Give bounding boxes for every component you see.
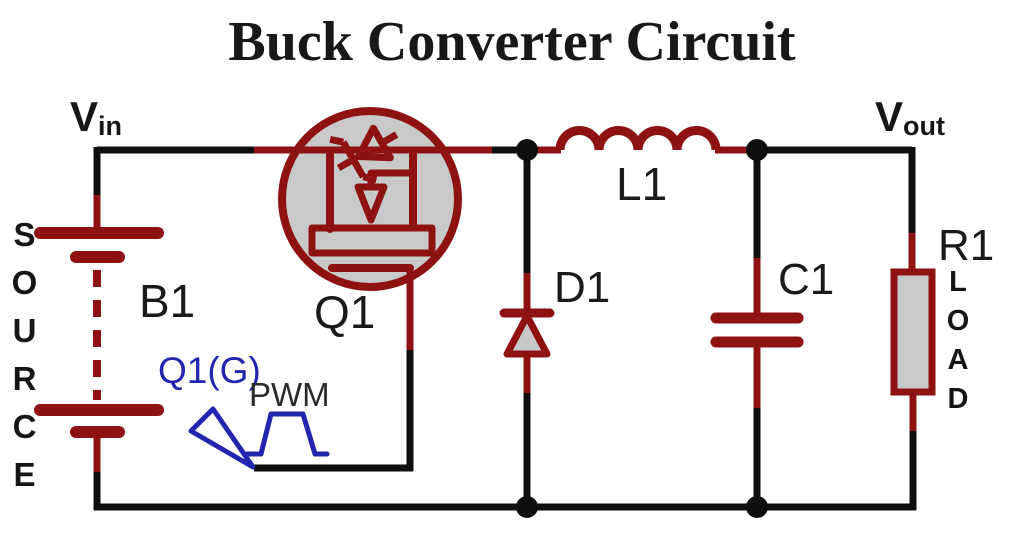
vout-sub: out [903, 111, 945, 141]
diode-label: D1 [554, 263, 611, 312]
resistor-label: R1 [938, 221, 995, 270]
body-diode-icon [329, 124, 399, 184]
mosfet-label: Q1 [314, 286, 376, 338]
load-label: LOAD [942, 266, 974, 422]
vin-label: Vin [70, 93, 122, 142]
battery-symbol [34, 227, 164, 438]
bottom-rail-wire [93, 391, 917, 511]
vout-main: V [875, 93, 904, 140]
inductor-symbol [527, 126, 758, 154]
pwm-label: PWM [249, 376, 330, 413]
vin-main: V [70, 93, 99, 140]
gate-signal-label: Q1(G) [158, 350, 261, 391]
source-label: SOURCE [6, 216, 43, 504]
top-rail-wire [93, 146, 916, 275]
vin-sub: in [98, 111, 123, 141]
capacitor-label: C1 [778, 255, 835, 304]
inductor-label: L1 [616, 158, 668, 210]
diode-symbol [499, 148, 555, 509]
battery-label: B1 [139, 275, 196, 327]
vout-label: Vout [875, 93, 945, 142]
capacitor-symbol [710, 148, 804, 509]
resistor-symbol [890, 268, 936, 396]
mosfet-symbol [254, 107, 492, 352]
page-title: Buck Converter Circuit [228, 11, 796, 73]
gate-wire [254, 350, 414, 472]
pointer-arrow-icon [188, 406, 256, 470]
pwm-waveform-icon [244, 411, 330, 457]
junction-dots [516, 139, 768, 518]
